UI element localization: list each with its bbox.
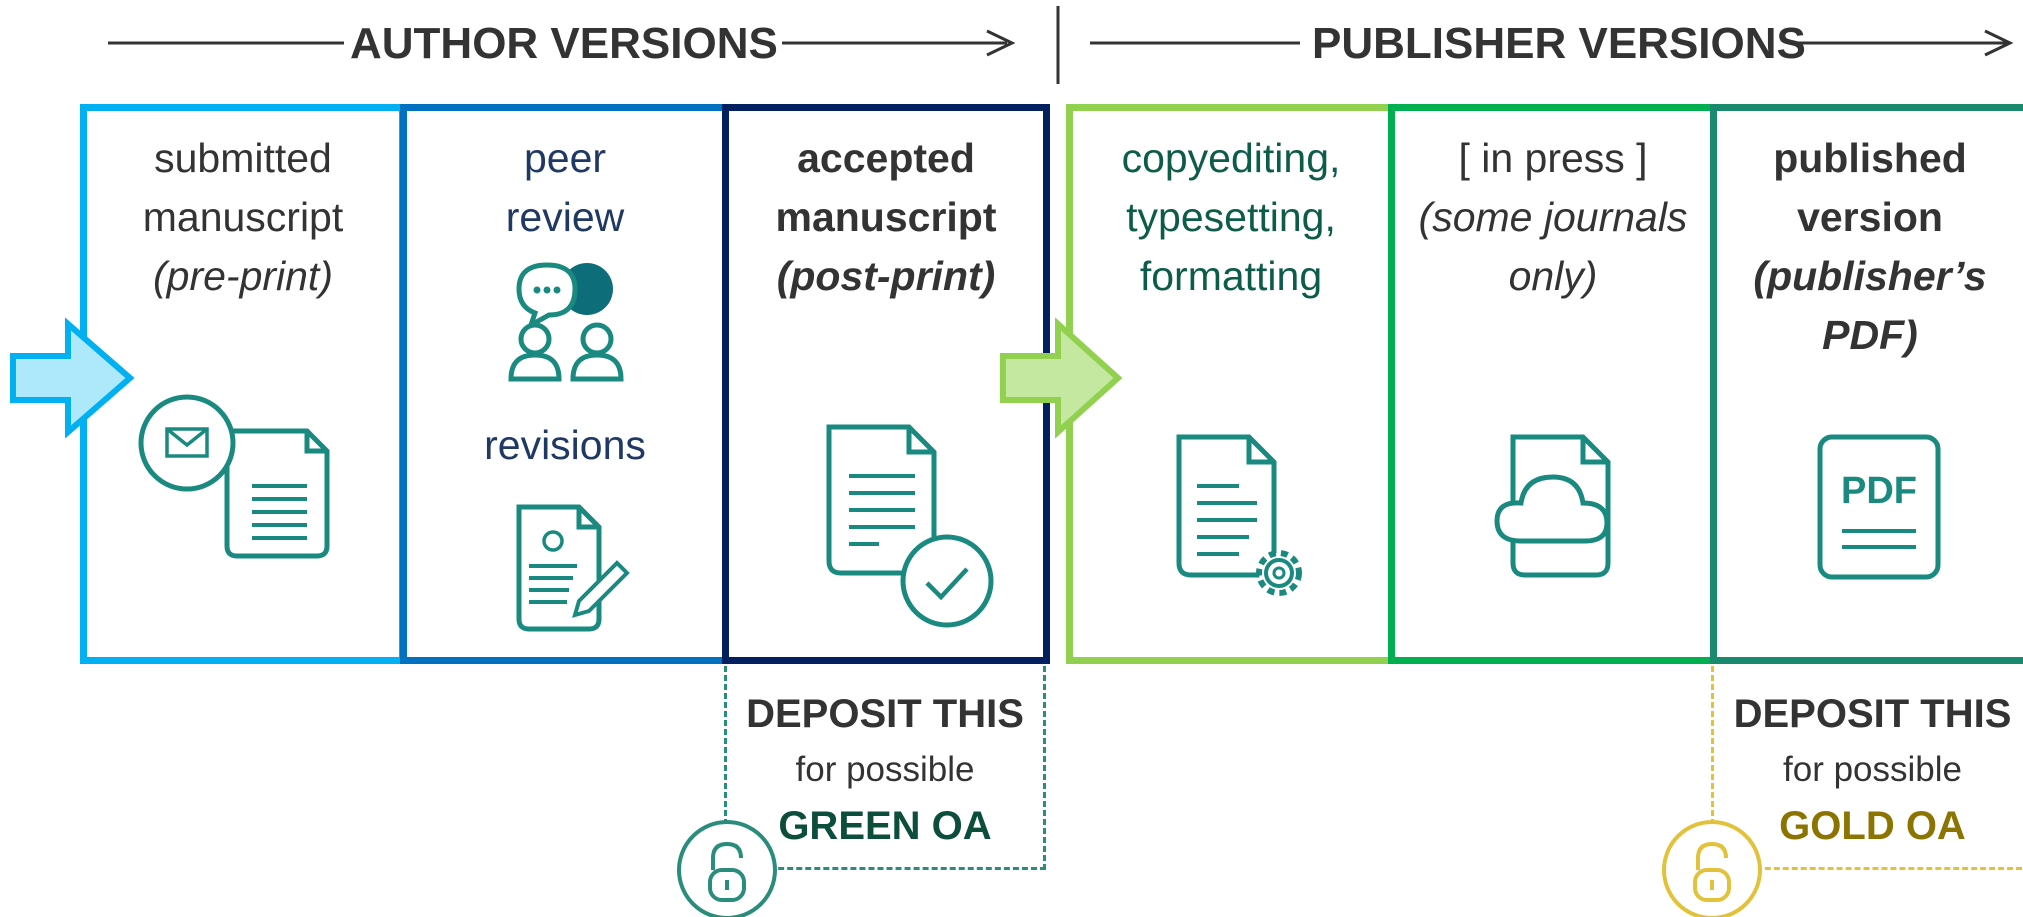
flow-arrow-author-to-publisher-icon [1000, 317, 1123, 439]
stage-accepted-manuscript: accepted manuscript (post-print) [722, 104, 1050, 664]
publisher-header-label: PUBLISHER VERSIONS [1312, 19, 1806, 68]
header-arrow-right-icon [1792, 29, 2014, 57]
document-edit-icon [516, 504, 630, 632]
open-lock-icon [1662, 820, 1762, 917]
document-cloud-icon [1494, 434, 1611, 578]
envelope-document-icon [138, 394, 330, 559]
stage-peer-review: peer review revisions [400, 104, 730, 664]
deposit-green-oa: DEPOSIT THIS for possible GREEN OA [724, 666, 1046, 870]
stage-in-press: [ in press ] (some journals only) [1388, 104, 1718, 664]
stage-label: accepted manuscript (post-print) [775, 135, 997, 299]
pdf-document-icon: PDF [1817, 434, 1941, 580]
document-check-icon [826, 424, 994, 628]
header-line-left-icon [108, 41, 344, 45]
stage-published-version: published version (publisher’s PDF) PDF [1710, 104, 2023, 664]
document-gear-icon [1176, 434, 1302, 596]
stage-label: copyediting, typesetting, formatting [1121, 135, 1341, 299]
stage-label: published version (publisher’s PDF) [1753, 135, 1987, 358]
stage-label: peer review [505, 135, 625, 240]
pdf-label: PDF [1841, 470, 1917, 512]
deposit-gold-oa: DEPOSIT THIS for possible GOLD OA [1711, 666, 2023, 870]
flow-arrow-in-icon [10, 317, 135, 439]
stage-label: submitted manuscript (pre-print) [142, 135, 344, 299]
stage-label: [ in press ] (some journals only) [1418, 135, 1688, 299]
header-divider [1056, 6, 1060, 84]
open-lock-icon [677, 820, 777, 917]
header-line-left-icon [1090, 41, 1300, 45]
revisions-label: revisions [484, 422, 646, 468]
header-arrow-right-icon [782, 29, 1016, 57]
people-chat-icon [508, 262, 624, 382]
author-header-label: AUTHOR VERSIONS [350, 19, 778, 68]
